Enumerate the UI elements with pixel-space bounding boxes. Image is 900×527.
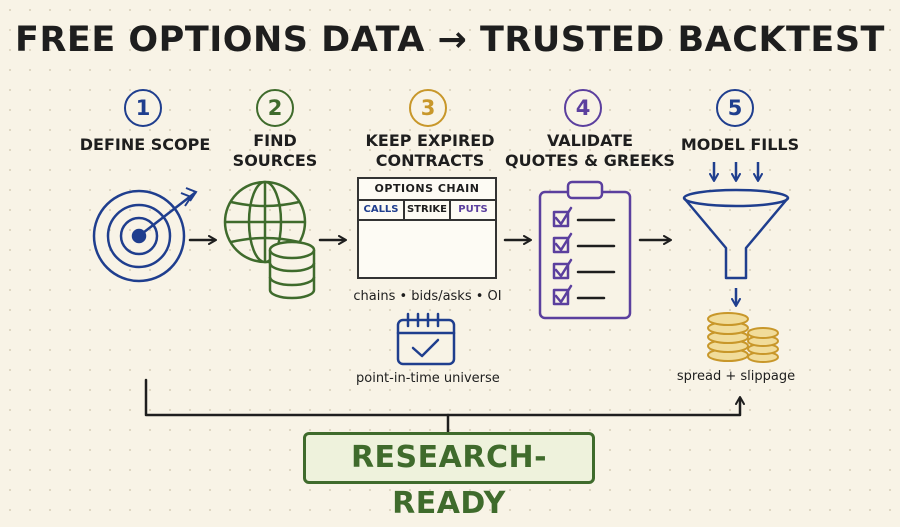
options-chain-table: OPTIONS CHAIN CALLS STRIKE PUTS — [357, 177, 497, 279]
options-chain-col-puts: PUTS — [449, 201, 495, 219]
calendar-check-icon — [396, 312, 456, 366]
coin-stacks-icon — [707, 312, 779, 363]
globe-database-icon — [223, 180, 316, 300]
options-chain-col-calls: CALLS — [363, 204, 399, 215]
step-4-number: 4 — [564, 89, 602, 127]
step-2-label: FIND SOURCES — [232, 131, 318, 170]
fills-caption: spread + slippage — [676, 369, 796, 384]
chains-caption: chains • bids/asks • OI — [353, 289, 502, 304]
step-1-label: DEFINE SCOPE — [79, 135, 211, 154]
step-4-label: VALIDATE QUOTES & GREEKS — [505, 131, 675, 170]
options-chain-col-strike: STRIKE — [403, 201, 449, 219]
research-ready-connector — [144, 378, 745, 434]
step-2-number: 2 — [256, 89, 294, 127]
universe-caption: point-in-time universe — [356, 371, 500, 386]
clipboard-checklist-icon — [538, 180, 632, 320]
options-chain-title: OPTIONS CHAIN — [359, 179, 495, 201]
step-3-label: KEEP EXPIRED CONTRACTS — [365, 131, 495, 170]
page-title: FREE OPTIONS DATA → TRUSTED BACKTEST — [15, 20, 885, 60]
step-1-number: 1 — [124, 89, 162, 127]
flow-illustrations — [92, 162, 790, 434]
step-5-number: 5 — [716, 89, 754, 127]
options-chain-header: CALLS STRIKE PUTS — [359, 201, 495, 221]
target-icon — [92, 187, 198, 283]
step-3-number: 3 — [409, 89, 447, 127]
step-5-label: MODEL FILLS — [680, 135, 800, 154]
research-ready-badge: RESEARCH-READY — [303, 432, 595, 521]
funnel-icon — [682, 162, 790, 307]
